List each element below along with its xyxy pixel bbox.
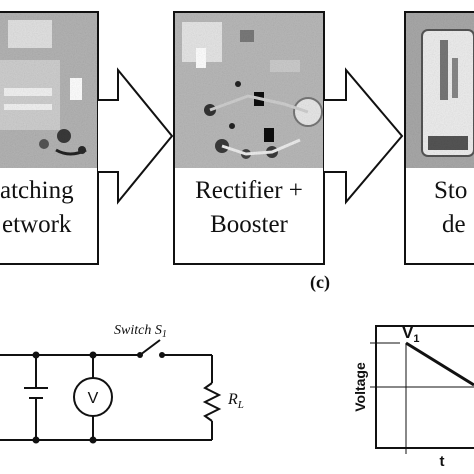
v1-label: V1 bbox=[402, 323, 419, 345]
junction-dot bbox=[89, 351, 97, 359]
junction-dot bbox=[137, 352, 143, 358]
block-matching-network: atching etwork bbox=[0, 11, 99, 265]
voltage-time-plot: V1 Voltage t bbox=[352, 323, 474, 470]
block-1-line-2: etwork bbox=[2, 211, 72, 238]
junction-dot bbox=[32, 351, 40, 359]
junction-dot bbox=[89, 436, 97, 444]
block-3-line-2: de bbox=[442, 211, 466, 238]
block-storage-device: Sto de bbox=[404, 11, 474, 265]
block-2-line-1: Rectifier + bbox=[195, 177, 303, 204]
resistor-icon bbox=[202, 382, 222, 422]
block-3-line-1: Sto bbox=[434, 177, 467, 204]
flow-arrow-1 bbox=[98, 67, 174, 205]
panel-label-c: (c) bbox=[310, 272, 330, 293]
block-rectifier-booster: Rectifier + Booster bbox=[173, 11, 325, 265]
battery-photo bbox=[406, 13, 474, 168]
pcb-photo-2 bbox=[175, 13, 323, 168]
voltmeter-label: V bbox=[88, 390, 99, 407]
switch-label: Switch S1 bbox=[114, 323, 167, 340]
discharge-curve bbox=[405, 341, 474, 387]
block-2-line-2: Booster bbox=[210, 211, 288, 238]
junction-dot bbox=[159, 352, 165, 358]
flow-arrow-2 bbox=[324, 67, 404, 205]
plot-ylabel: Voltage bbox=[352, 362, 368, 412]
load-resistor-label: RL bbox=[227, 391, 244, 411]
switch-blade bbox=[139, 339, 161, 356]
circuit-junctions bbox=[32, 351, 165, 444]
circuit-schematic bbox=[0, 339, 222, 441]
junction-dot bbox=[32, 436, 40, 444]
block-1-line-1: atching bbox=[0, 177, 74, 204]
pcb-photo-1 bbox=[0, 13, 97, 168]
plot-xlabel: t bbox=[440, 453, 445, 470]
